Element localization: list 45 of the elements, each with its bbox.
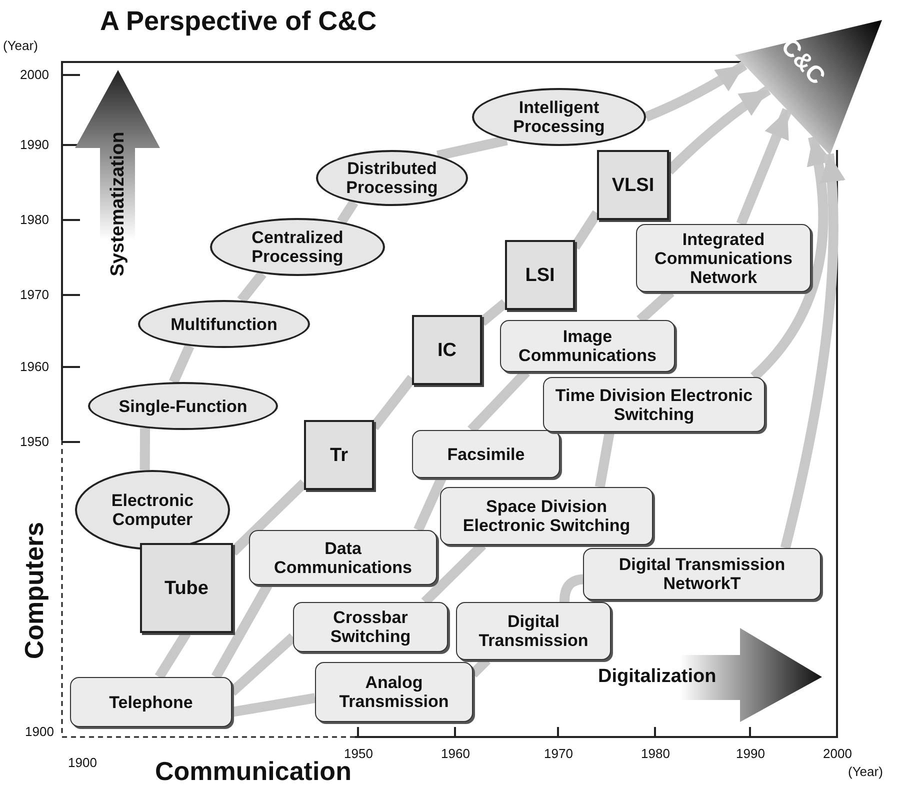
- tick-label: 1990: [736, 746, 765, 761]
- title: A Perspective of C&C: [100, 6, 377, 37]
- process-ellipse: Electronic Computer: [75, 470, 230, 550]
- technology-box: IC: [412, 315, 482, 385]
- technology-box: VLSI: [597, 150, 669, 220]
- tick-label: 1900: [25, 724, 54, 739]
- flow-arrow: [644, 60, 748, 122]
- rounded-box: Facsimile: [412, 430, 560, 478]
- tick-label: 1900: [68, 755, 97, 770]
- tick-label: 2000: [20, 67, 49, 82]
- tick-label: 1950: [344, 746, 373, 761]
- axis-title: Computers: [20, 521, 50, 659]
- direction-label: Digitalization: [598, 666, 716, 688]
- rounded-box: Digital Transmission: [456, 602, 611, 660]
- rounded-box: Data Communications: [249, 530, 437, 585]
- axis-unit: (Year): [848, 764, 883, 779]
- direction-label: Systematization: [107, 132, 129, 276]
- tick-label: 1960: [441, 746, 470, 761]
- rounded-box: Analog Transmission: [315, 662, 473, 722]
- tick-label: 1990: [20, 137, 49, 152]
- rounded-box: Integrated Communications Network: [636, 224, 811, 292]
- process-ellipse: Distributed Processing: [316, 150, 468, 206]
- technology-box: Tr: [304, 420, 374, 490]
- process-ellipse: Multifunction: [138, 300, 310, 348]
- process-ellipse: Intelligent Processing: [472, 88, 646, 146]
- rounded-box: Space Division Electronic Switching: [440, 487, 653, 545]
- rounded-box: Crossbar Switching: [293, 602, 448, 652]
- rounded-box: Time Division Electronic Switching: [543, 377, 765, 432]
- process-ellipse: Centralized Processing: [210, 218, 385, 276]
- rounded-box: Digital Transmission NetworkT: [583, 548, 821, 600]
- process-ellipse: Single-Function: [88, 382, 278, 430]
- tick-label: 1980: [20, 212, 49, 227]
- flow-arrow: [736, 108, 792, 226]
- tick-label: 1970: [20, 287, 49, 302]
- tick-label: 1980: [641, 746, 670, 761]
- flow-arrow: [780, 153, 845, 550]
- tick-label: 2000: [823, 746, 852, 761]
- tick-label: 1960: [20, 359, 49, 374]
- technology-box: Tube: [140, 543, 233, 633]
- technology-box: LSI: [505, 240, 575, 310]
- axis-unit: (Year): [3, 38, 38, 53]
- rounded-box: Telephone: [70, 677, 232, 727]
- tick-label: 1970: [544, 746, 573, 761]
- rounded-box: Image Communications: [500, 320, 675, 372]
- tick-label: 1950: [20, 434, 49, 449]
